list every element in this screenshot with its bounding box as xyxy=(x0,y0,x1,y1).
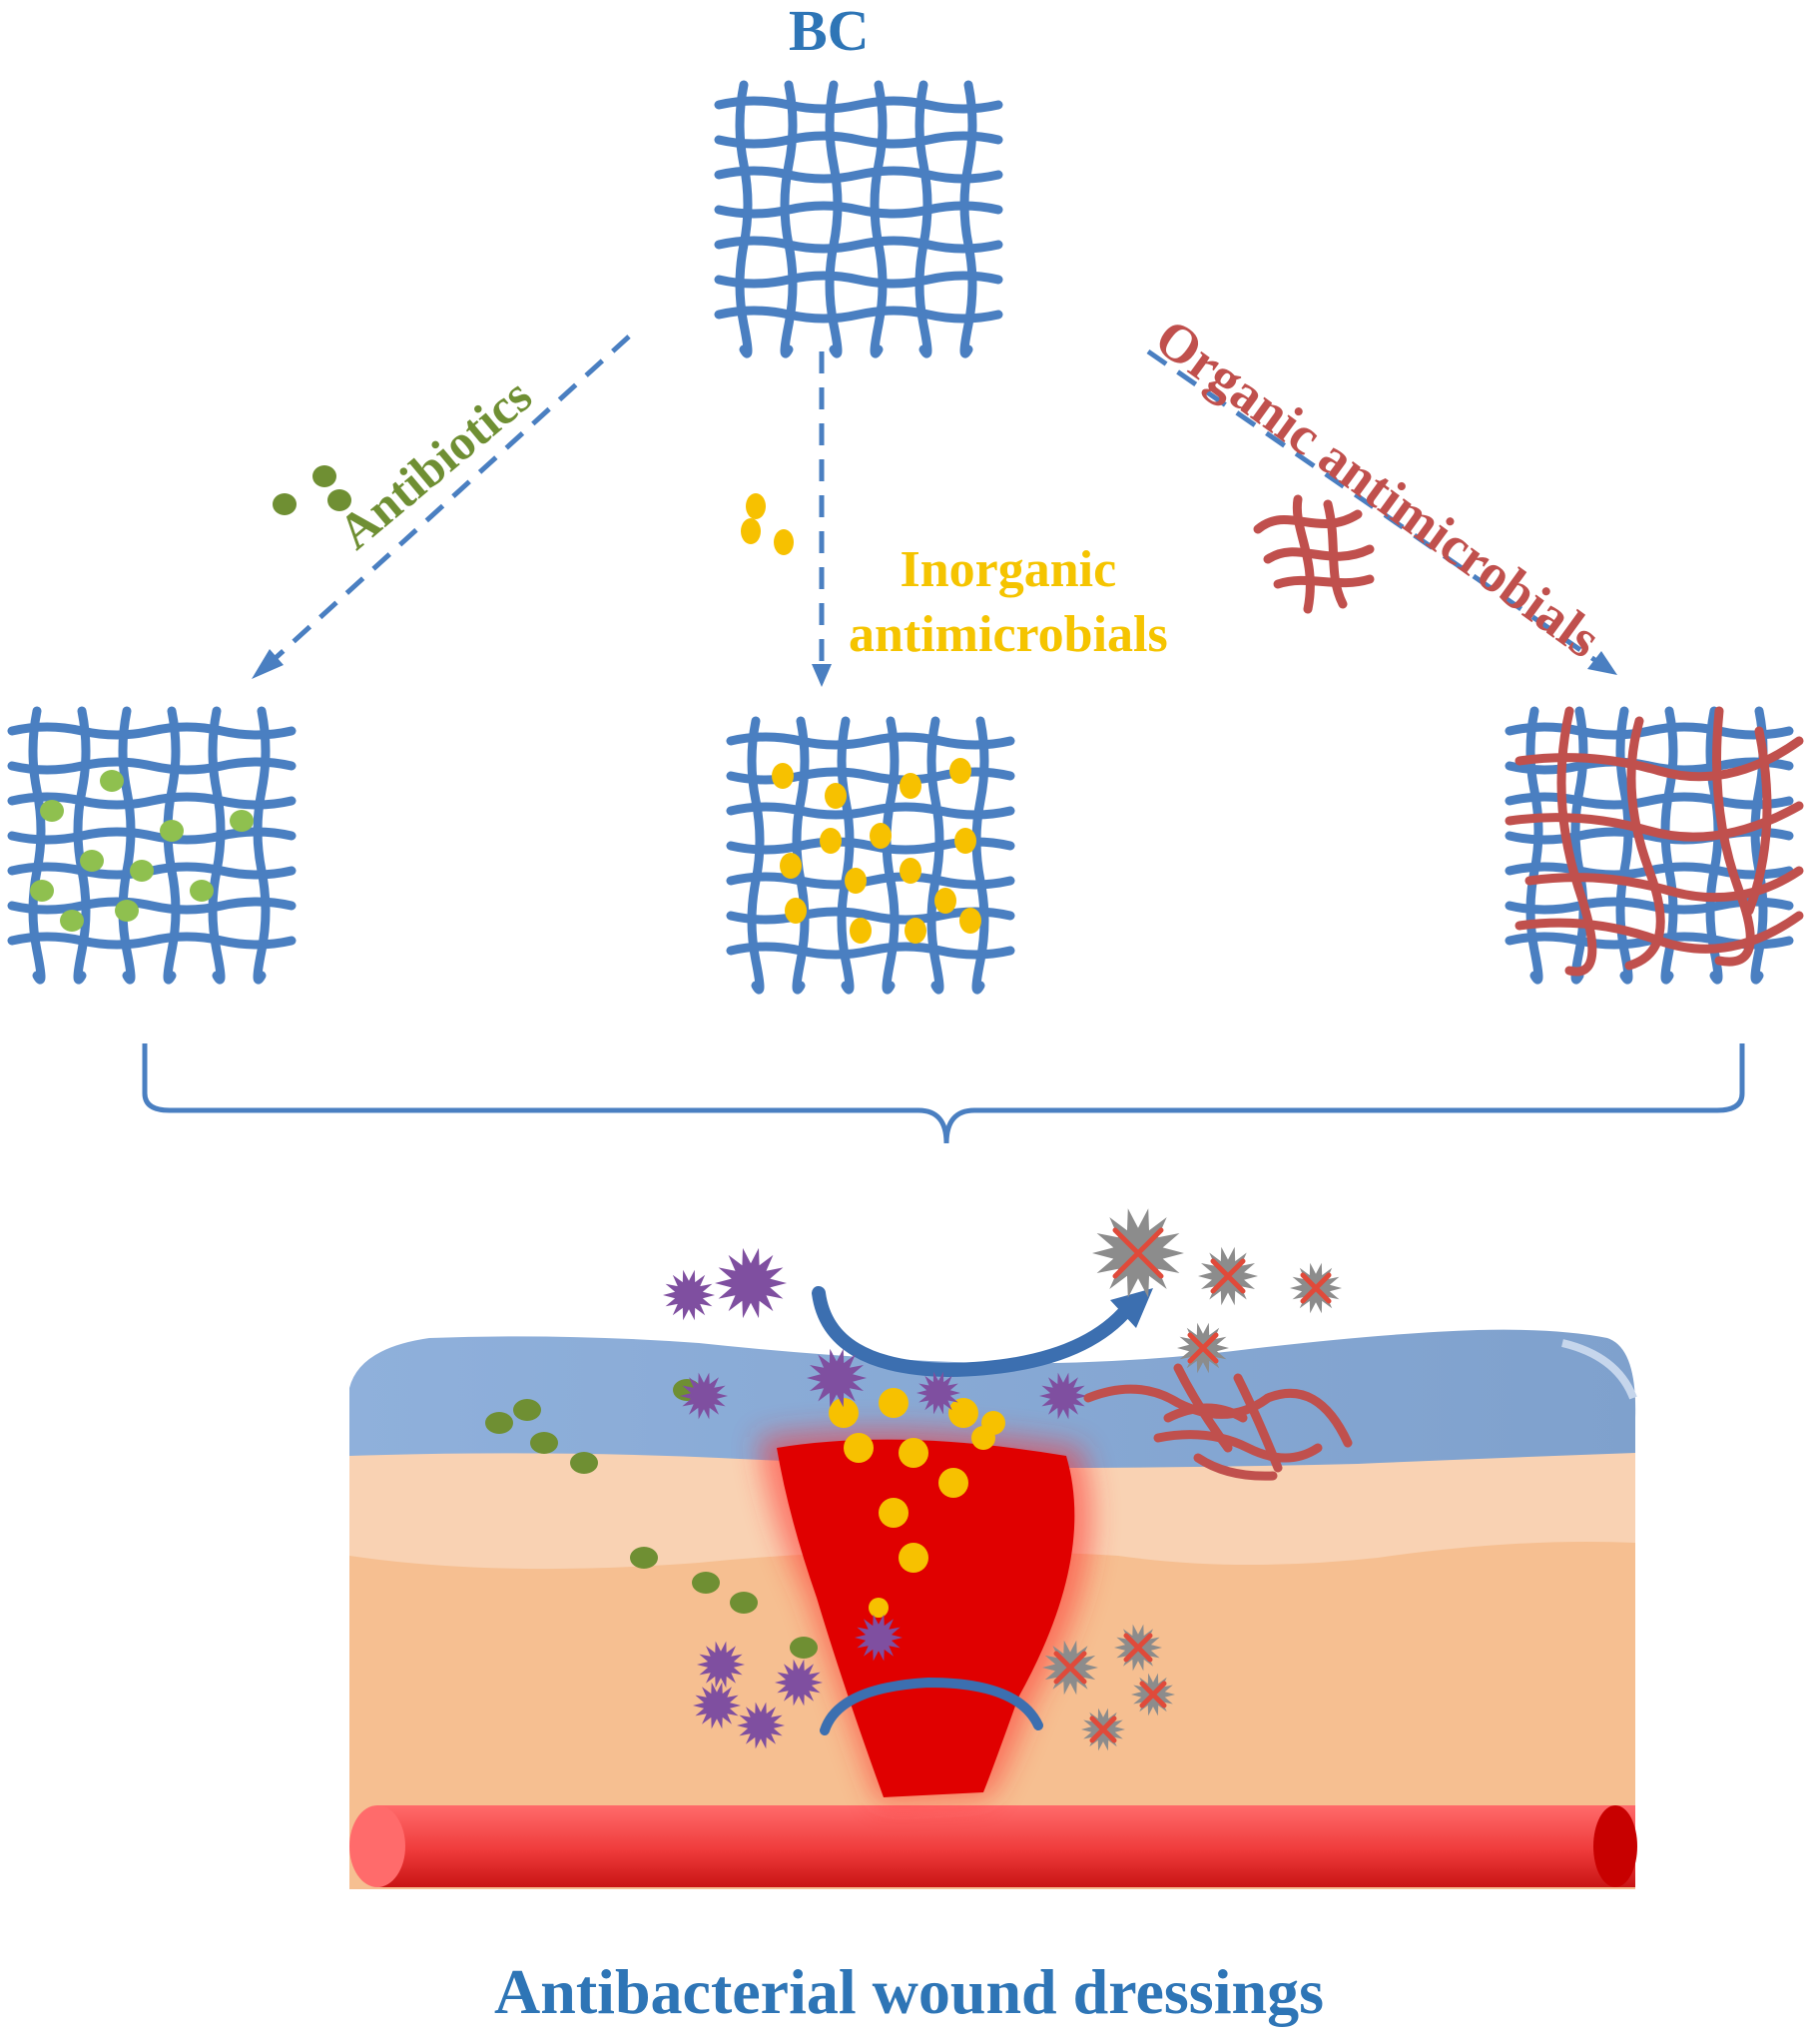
arrow-inorganic xyxy=(812,351,832,687)
bacterium-icon xyxy=(775,1659,823,1706)
bc-organic-mesh xyxy=(1505,706,1804,985)
inorganic-particles xyxy=(741,493,794,555)
inorganic-dot xyxy=(850,918,872,944)
inorganic-dot xyxy=(934,888,956,914)
antibiotic-dot xyxy=(80,850,104,872)
antibiotic-particles xyxy=(273,465,351,515)
bacterium-icon xyxy=(697,1641,745,1689)
bacteria-group xyxy=(663,1208,1342,1751)
inorganic-dot xyxy=(785,898,807,924)
inorganic-dot xyxy=(869,1598,889,1618)
blood-vessel xyxy=(349,1805,1637,1887)
curved-arrow-icon xyxy=(812,1286,1153,1378)
inorganic-label-line2: antimicrobials xyxy=(849,606,1168,663)
bc-label: BC xyxy=(789,0,870,63)
antibiotic-dot xyxy=(60,910,84,932)
inorganic-antimicrobials-label: Inorganic antimicrobials xyxy=(849,537,1168,667)
inorganic-dot xyxy=(780,853,802,879)
bacterium-icon xyxy=(916,1371,960,1415)
diagram-title: Antibacterial wound dressings xyxy=(494,1956,1324,2027)
curved-arrow-lower-icon xyxy=(820,1677,1043,1735)
bacterium-icon xyxy=(737,1702,785,1749)
inorganic-dot xyxy=(772,763,794,789)
inorganic-dot xyxy=(949,758,971,784)
bacterium-icon xyxy=(663,1269,715,1321)
inorganic-label-line1: Inorganic xyxy=(900,541,1117,598)
inorganic-dot xyxy=(879,1388,909,1418)
arrow-organic xyxy=(1146,348,1617,675)
dead-bacterium-icon xyxy=(1081,1707,1125,1751)
dead-bacterium-icon xyxy=(1114,1624,1162,1672)
skin-organic-fibers xyxy=(1083,1363,1353,1481)
inorganic-dot xyxy=(900,858,921,884)
bacterium-icon xyxy=(693,1682,741,1729)
bacterium-icon xyxy=(1039,1372,1087,1420)
inorganic-dot xyxy=(900,773,921,799)
inorganic-dot xyxy=(948,1398,978,1428)
inorganic-dot xyxy=(899,1438,928,1468)
bc-antibiotic-mesh xyxy=(7,706,297,985)
antibiotic-dot xyxy=(790,1637,818,1659)
inorganic-dot xyxy=(899,1543,928,1573)
antibiotic-dot xyxy=(692,1572,720,1594)
organic-fibers xyxy=(1253,494,1375,614)
antibiotic-dot xyxy=(190,880,214,902)
bc-inorganic-mesh xyxy=(726,716,1015,995)
dead-bacterium-icon xyxy=(1177,1322,1229,1374)
inorganic-dot xyxy=(905,918,926,944)
antibiotic-dot xyxy=(40,800,64,822)
inorganic-dot xyxy=(938,1468,968,1498)
antibiotic-dot xyxy=(100,770,124,792)
dead-bacterium-icon xyxy=(1198,1246,1258,1306)
bacterium-icon xyxy=(715,1247,787,1319)
antibiotic-dot xyxy=(115,900,139,922)
arrow-antibiotics xyxy=(252,335,631,679)
inorganic-dot xyxy=(879,1498,909,1528)
inorganic-dot xyxy=(954,828,976,854)
inorganic-dot xyxy=(820,828,842,854)
bacterium-icon xyxy=(855,1614,903,1662)
antibiotic-dot xyxy=(485,1412,513,1434)
dead-bacterium-icon xyxy=(1092,1208,1184,1298)
antibiotic-dot xyxy=(730,1592,758,1614)
dead-bacterium-icon xyxy=(1042,1640,1098,1696)
inorganic-dot xyxy=(844,1433,874,1463)
inorganic-dot xyxy=(959,908,981,934)
bacterium-icon xyxy=(680,1372,728,1420)
antibiotic-dot xyxy=(513,1399,541,1421)
wound xyxy=(759,1430,1091,1802)
bc-mesh xyxy=(714,80,1003,358)
antibiotic-dot xyxy=(630,1547,658,1569)
antibiotic-dot xyxy=(230,810,254,832)
inorganic-dot xyxy=(981,1411,1005,1435)
bacterium-icon xyxy=(807,1348,867,1408)
inorganic-dot xyxy=(845,868,867,894)
dead-bacterium-icon xyxy=(1290,1262,1342,1314)
antibiotic-dot xyxy=(130,860,154,882)
inorganic-dot xyxy=(825,783,847,809)
inorganic-dot xyxy=(829,1398,859,1428)
bracket-connector xyxy=(142,1043,1745,1144)
inorganic-dot xyxy=(870,823,892,849)
antibiotic-dot xyxy=(530,1432,558,1454)
dead-bacterium-icon xyxy=(1131,1673,1175,1716)
antibiotic-dot xyxy=(570,1452,598,1474)
antibiotic-dot xyxy=(160,820,184,842)
antibiotic-dot xyxy=(30,880,54,902)
